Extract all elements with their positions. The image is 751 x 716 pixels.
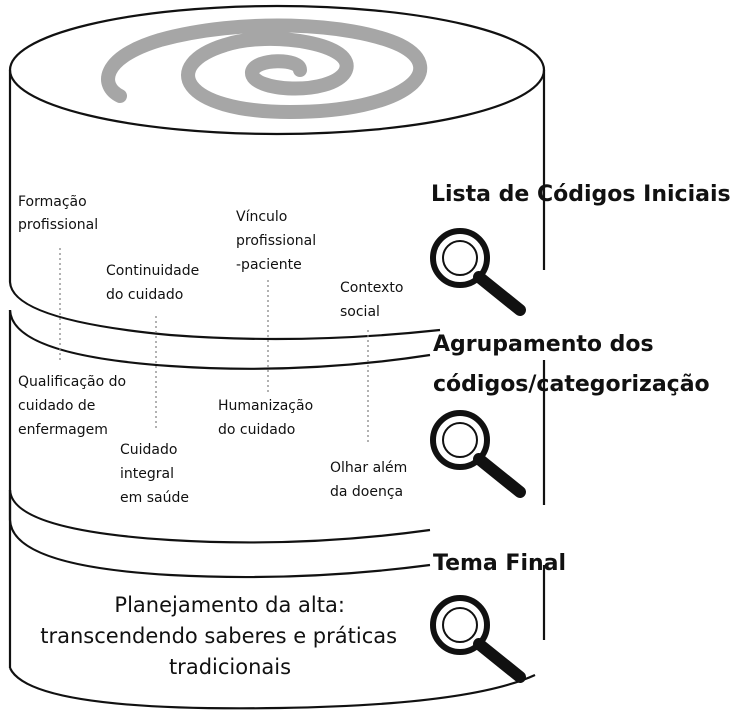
layer-2-top-arc bbox=[8, 309, 431, 370]
code-formacao: Formação profissional bbox=[18, 194, 98, 233]
layer-1-bottom-arc bbox=[8, 281, 441, 341]
code-vinculo: Vínculo profissional -paciente bbox=[236, 209, 321, 273]
heading-initial-codes: Lista de Códigos Iniciais bbox=[431, 182, 731, 207]
category-cuidado-integral: Cuidado integral em saúde bbox=[120, 442, 189, 506]
category-humanizacao: Humanização do cuidado bbox=[218, 398, 318, 438]
magnifier-icon bbox=[430, 228, 526, 316]
final-theme: Planejamento da alta: transcendendo sabe… bbox=[40, 593, 403, 679]
heading-grouping: Agrupamento dos códigos/categorização bbox=[433, 332, 710, 397]
dotted-connectors bbox=[59, 248, 369, 445]
category-olhar-alem: Olhar além da doença bbox=[330, 460, 412, 500]
spiral-icon bbox=[101, 18, 428, 120]
layer-3-top-arc bbox=[8, 489, 431, 544]
layer-3-bottom-arc bbox=[8, 667, 536, 710]
layer-3-disk bbox=[8, 489, 546, 710]
magnifier-icon bbox=[430, 410, 526, 498]
code-contexto: Contexto social bbox=[340, 280, 408, 320]
heading-final-theme: Tema Final bbox=[433, 551, 566, 576]
category-qualificacao: Qualificação do cuidado de enfermagem bbox=[18, 374, 131, 438]
code-continuidade: Continuidade do cuidado bbox=[106, 263, 204, 303]
layer-1-disk bbox=[8, 4, 546, 341]
magnifier-icon bbox=[430, 595, 526, 683]
layer-2-disk bbox=[8, 309, 546, 579]
layer-2-bottom-arc bbox=[8, 519, 431, 579]
